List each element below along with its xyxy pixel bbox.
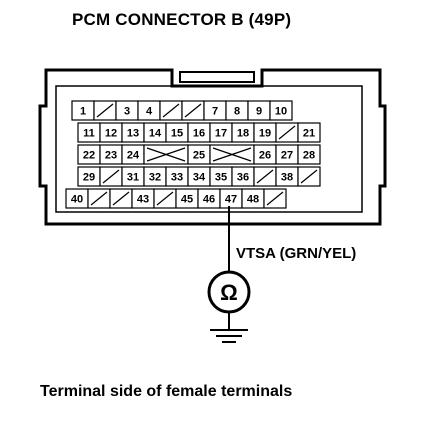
terminal-number: 31: [127, 172, 139, 184]
terminal-number: 10: [275, 106, 287, 118]
blank-slash: [112, 191, 130, 206]
terminal-number: 19: [259, 128, 271, 140]
blank-slash: [300, 169, 318, 184]
terminal-number: 36: [237, 172, 249, 184]
terminal-number: 26: [259, 150, 271, 162]
blank-slash: [278, 125, 296, 140]
blank-slash: [256, 169, 274, 184]
terminal-number: 43: [137, 194, 149, 206]
terminal-number: 3: [124, 106, 130, 118]
terminal-number: 29: [83, 172, 95, 184]
terminal-number: 45: [181, 194, 193, 206]
terminal-number: 24: [127, 150, 140, 162]
terminal-number: 15: [171, 128, 183, 140]
terminal-number: 11: [83, 128, 95, 140]
terminal-number: 8: [234, 106, 240, 118]
terminal-number: 38: [281, 172, 293, 184]
terminal-number: 33: [171, 172, 183, 184]
terminal-number: 32: [149, 172, 161, 184]
diagram-title: PCM CONNECTOR B (49P): [72, 10, 292, 29]
terminal-number: 47: [225, 194, 237, 206]
terminal-number: 35: [215, 172, 227, 184]
terminal-number: 9: [256, 106, 262, 118]
terminal-number: 23: [105, 150, 117, 162]
ohm-icon: Ω: [220, 280, 238, 305]
cross-mark: [212, 147, 252, 162]
terminal-number: 4: [146, 106, 153, 118]
wire-label: VTSA (GRN/YEL): [236, 245, 356, 262]
terminal-number: 48: [247, 194, 259, 206]
terminal-number: 34: [193, 172, 206, 184]
terminal-number: 22: [83, 150, 95, 162]
terminal-number: 21: [303, 128, 315, 140]
terminal-number: 40: [71, 194, 83, 206]
terminal-number: 17: [215, 128, 227, 140]
blank-slash: [102, 169, 120, 184]
terminal-28: [297, 144, 321, 165]
terminal-number: 1: [80, 106, 86, 118]
blank-slash: [96, 103, 114, 118]
blank-slash: [162, 103, 180, 118]
cross-mark: [146, 147, 186, 162]
terminal-number: 46: [203, 194, 215, 206]
terminal-number: 16: [193, 128, 205, 140]
terminal-number: 13: [127, 128, 139, 140]
connector-inner-outline: [55, 85, 363, 213]
blank-slash: [184, 103, 202, 118]
terminal-21: [297, 122, 321, 143]
terminal-10: [269, 100, 293, 121]
terminal-number: 14: [149, 128, 162, 140]
diagram-caption: Terminal side of female terminals: [40, 383, 293, 400]
blank-slash: [266, 191, 284, 206]
blank-slash: [90, 191, 108, 206]
blank-slash: [156, 191, 174, 206]
terminal-number: 18: [237, 128, 249, 140]
terminal-number: 7: [212, 106, 218, 118]
lock-tab: [179, 71, 255, 83]
terminal-number: 25: [193, 150, 205, 162]
terminal-number: 28: [303, 150, 315, 162]
terminal-number: 12: [105, 128, 117, 140]
terminal-number: 27: [281, 150, 293, 162]
